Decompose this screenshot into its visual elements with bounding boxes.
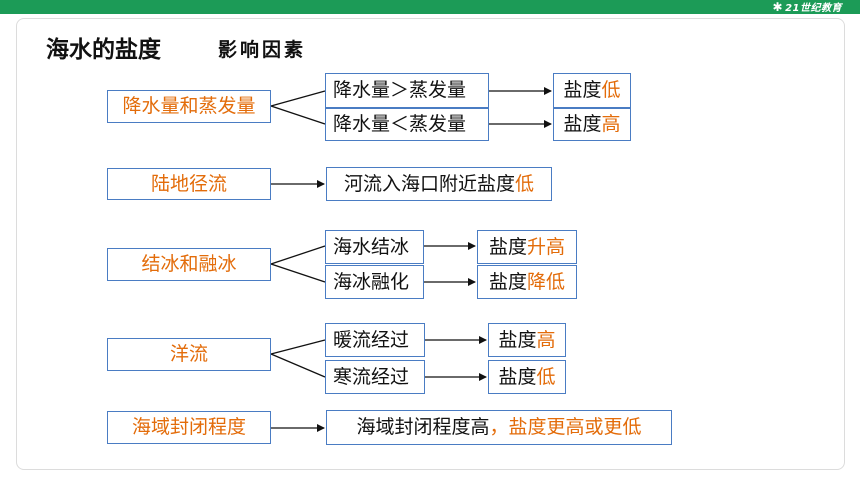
result-highlight: 低 <box>601 79 621 101</box>
condition-box: 海水结冰 <box>325 230 424 264</box>
result-highlight: 高 <box>536 328 556 351</box>
logo-text: 21世纪教育 <box>785 3 842 14</box>
top-banner: ✱21世纪教育 <box>0 0 860 14</box>
branch-line <box>270 353 326 378</box>
result-box: 盐度高 <box>553 108 631 141</box>
factor-sea-enclosure: 海域封闭程度 <box>107 411 271 444</box>
condition-box: 暖流经过 <box>325 323 425 357</box>
result-box: 河流入海口附近盐度低 <box>326 167 552 201</box>
branch-line <box>270 90 326 107</box>
factor-land-runoff: 陆地径流 <box>107 168 271 200</box>
factor-ocean-current: 洋流 <box>107 338 271 371</box>
branch-line <box>270 105 326 125</box>
result-box: 盐度升高 <box>477 230 577 264</box>
result-prefix: 盐度 <box>498 365 537 388</box>
branch-line <box>270 339 326 355</box>
condition-box: 降水量＜蒸发量 <box>325 108 489 141</box>
result-highlight: 升高 <box>527 235 566 258</box>
result-box: 盐度高 <box>488 323 566 357</box>
result-highlight: 降低 <box>527 270 566 293</box>
result-box: 海域封闭程度高，盐度更高或更低 <box>326 410 672 445</box>
result-box: 盐度降低 <box>477 265 577 299</box>
page-subtitle: 影响因素 <box>218 39 307 61</box>
condition-box: 降水量＞蒸发量 <box>325 73 489 108</box>
result-highlight: ，盐度更高或更低 <box>489 416 642 438</box>
brand-logo: ✱21世纪教育 <box>773 0 842 14</box>
factor-freeze-melt: 结冰和融冰 <box>107 248 271 281</box>
result-prefix: 盐度 <box>563 113 602 135</box>
result-box: 盐度低 <box>553 73 631 108</box>
result-prefix: 盐度 <box>488 270 527 293</box>
result-highlight: 高 <box>601 113 621 135</box>
condition-box: 寒流经过 <box>325 360 425 394</box>
result-highlight: 低 <box>515 172 535 195</box>
condition-box: 海冰融化 <box>325 265 424 299</box>
result-prefix: 盐度 <box>563 79 602 101</box>
branch-line <box>270 263 326 283</box>
result-prefix: 盐度 <box>498 328 537 351</box>
logo-mark-icon: ✱ <box>772 0 784 14</box>
result-prefix: 河流入海口附近盐度 <box>343 172 515 195</box>
result-box: 盐度低 <box>488 360 566 394</box>
branch-line <box>270 245 326 265</box>
page-title: 海水的盐度 <box>46 37 161 63</box>
result-prefix: 盐度 <box>488 235 527 258</box>
result-highlight: 低 <box>536 365 556 388</box>
result-prefix: 海域封闭程度高 <box>356 416 490 438</box>
factor-precipitation-evaporation: 降水量和蒸发量 <box>107 90 271 123</box>
